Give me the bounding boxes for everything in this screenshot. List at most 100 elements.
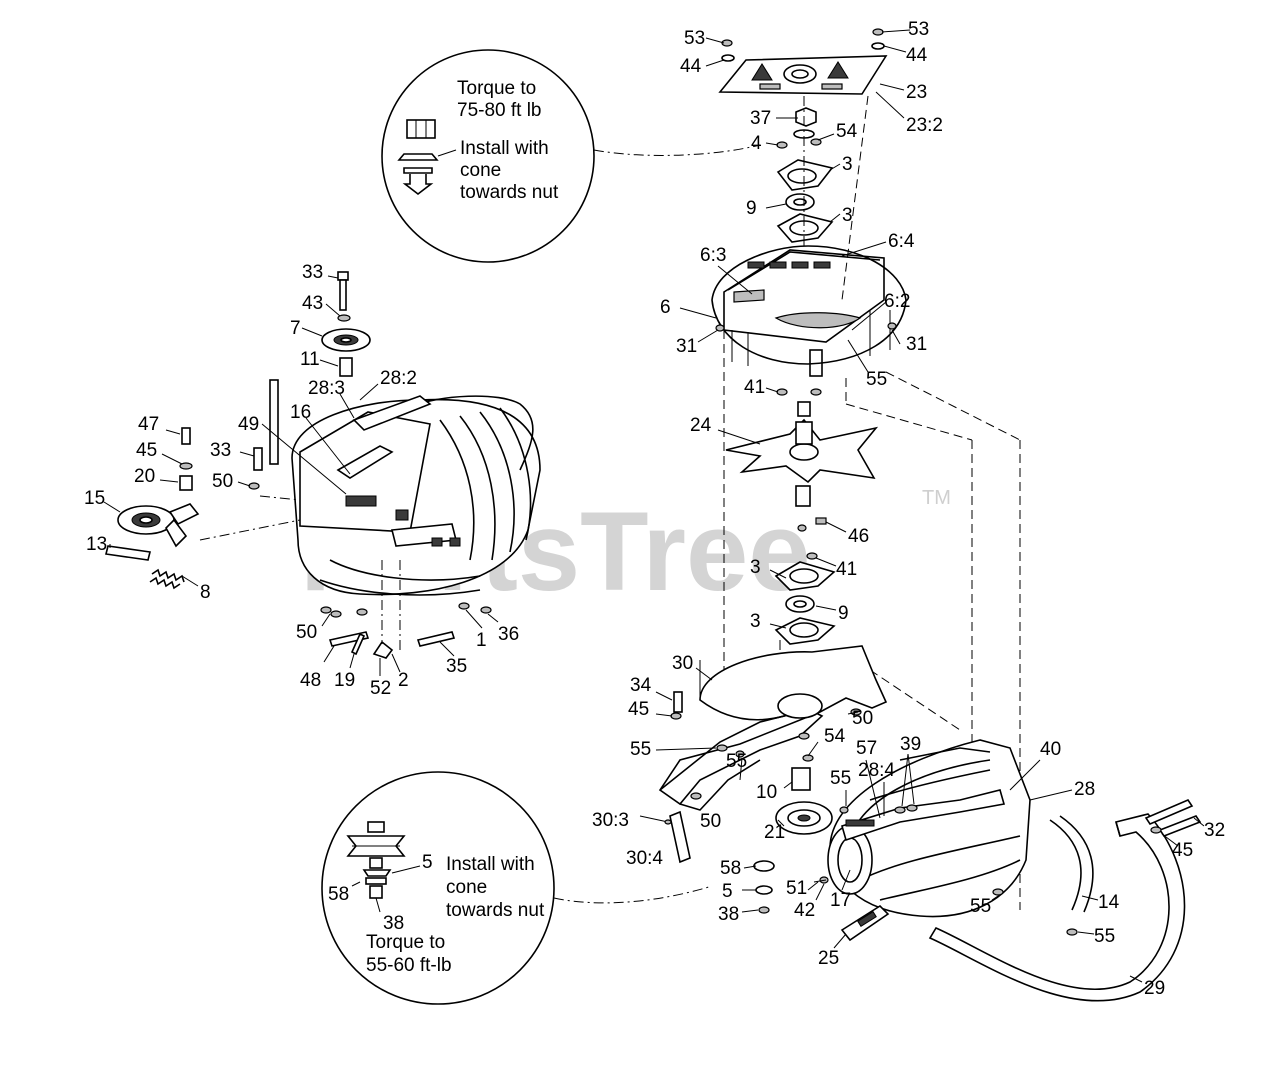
part-label: 33 <box>302 262 323 283</box>
alignment-lines <box>723 95 1021 910</box>
part-label: 6 <box>660 297 671 318</box>
part-label: 24 <box>690 415 712 436</box>
part-labels: 53 44 53 44 23 23:2 37 54 4 3 9 3 6:4 6:… <box>84 19 1225 999</box>
callout-bottom-install-1: Install with <box>446 854 535 875</box>
part-label: 6:3 <box>700 245 726 266</box>
part-label: 7 <box>290 318 301 339</box>
part-label: 34 <box>630 675 652 696</box>
impeller <box>725 418 879 645</box>
part-label: 50 <box>296 622 317 643</box>
part-label: 6:2 <box>884 291 910 312</box>
part-label: 32 <box>1204 820 1225 841</box>
part-label: 5 <box>722 881 733 902</box>
discharge-chute <box>813 739 1031 942</box>
callout-bottom-part-5: 5 <box>422 852 433 873</box>
fan-housing-top <box>711 245 907 417</box>
callout-bottom: 5 58 38 Install with cone towards nut To… <box>321 771 713 1005</box>
part-label: 9 <box>838 603 849 624</box>
part-label: 33 <box>210 440 231 461</box>
part-label: 45 <box>628 699 649 720</box>
part-label: 19 <box>334 670 355 691</box>
part-label: 44 <box>906 45 928 66</box>
callout-top: Torque to 75-80 ft lb Install with cone … <box>381 49 761 263</box>
part-label: 51 <box>786 878 807 899</box>
part-label: 30:3 <box>592 810 629 831</box>
part-label: 52 <box>370 678 391 699</box>
part-label: 23 <box>906 82 927 103</box>
part-label: 50 <box>852 708 873 729</box>
part-label: 28 <box>1074 779 1095 800</box>
part-label: 9 <box>746 198 757 219</box>
left-housing-assembly <box>105 271 541 659</box>
top-plate-assembly <box>718 28 888 252</box>
part-label: 37 <box>750 108 771 129</box>
part-label: 14 <box>1098 892 1120 913</box>
part-label: 58 <box>720 858 741 879</box>
part-label: 49 <box>238 414 259 435</box>
part-label: 48 <box>300 670 321 691</box>
part-label: 50 <box>212 471 233 492</box>
part-label: 55 <box>866 369 887 390</box>
part-label: 36 <box>498 624 519 645</box>
callout-top-install-1: Install with <box>460 138 549 159</box>
part-label: 47 <box>138 414 159 435</box>
callout-top-torque-2: 75-80 ft lb <box>457 100 542 121</box>
deflector-and-guard <box>928 799 1202 1002</box>
part-label: 1 <box>476 630 487 651</box>
callout-bottom-torque-1: Torque to <box>366 932 445 953</box>
callout-bottom-install-2: cone <box>446 877 487 898</box>
part-label: 55 <box>1094 926 1115 947</box>
part-label: 31 <box>676 336 697 357</box>
part-label: 3 <box>842 205 853 226</box>
part-label: 8 <box>200 582 211 603</box>
part-label: 30 <box>672 653 693 674</box>
part-label: 54 <box>836 121 858 142</box>
watermark-trademark: TM <box>922 487 951 509</box>
part-label: 50 <box>700 811 721 832</box>
part-label: 4 <box>751 133 762 154</box>
lower-housing <box>639 645 888 914</box>
part-label: 2 <box>398 670 409 691</box>
callout-bottom-part-38: 38 <box>383 913 404 934</box>
part-label: 53 <box>908 19 929 40</box>
part-label: 45 <box>136 440 157 461</box>
part-label: 55 <box>726 751 747 772</box>
part-label: 10 <box>756 782 777 803</box>
part-label: 3 <box>750 611 761 632</box>
part-label: 3 <box>750 557 761 578</box>
part-label: 41 <box>744 377 765 398</box>
part-label: 23:2 <box>906 115 943 136</box>
part-label: 21 <box>764 822 785 843</box>
part-label: 17 <box>830 890 851 911</box>
part-label: 53 <box>684 28 705 49</box>
part-label: 45 <box>1172 840 1193 861</box>
part-label: 46 <box>848 526 869 547</box>
callout-bottom-torque-2: 55-60 ft-lb <box>366 955 452 976</box>
part-label: 3 <box>842 154 853 175</box>
part-label: 28:4 <box>858 760 895 781</box>
part-label: 25 <box>818 948 839 969</box>
callout-top-install-3: towards nut <box>460 182 559 203</box>
part-label: 54 <box>824 726 846 747</box>
part-label: 57 <box>856 738 877 759</box>
part-label: 43 <box>302 293 323 314</box>
callout-top-install-2: cone <box>460 160 501 181</box>
part-label: 15 <box>84 488 105 509</box>
callout-bottom-install-3: towards nut <box>446 900 545 921</box>
part-label: 6:4 <box>888 231 915 252</box>
part-label: 41 <box>836 559 857 580</box>
part-label: 11 <box>300 349 320 370</box>
leader-lines <box>103 29 1205 983</box>
part-label: 31 <box>906 334 927 355</box>
part-label: 20 <box>134 466 155 487</box>
part-label: 55 <box>970 896 991 917</box>
part-label: 28:3 <box>308 378 345 399</box>
part-label: 28:2 <box>380 368 417 389</box>
part-label: 55 <box>630 739 651 760</box>
part-label: 16 <box>290 402 311 423</box>
part-label: 30:4 <box>626 848 663 869</box>
part-label: 44 <box>680 56 702 77</box>
part-label: 39 <box>900 734 921 755</box>
